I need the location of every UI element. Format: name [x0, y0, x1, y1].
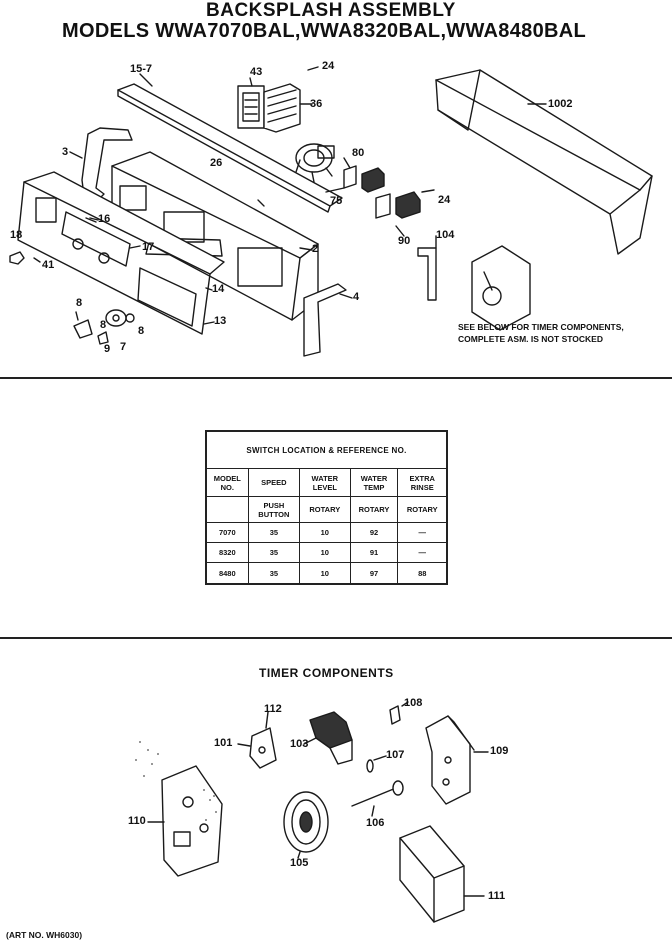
part-label-8-top: 8 [76, 297, 83, 309]
part-label-111: 111 [488, 890, 506, 902]
section-divider-top [0, 377, 672, 379]
part-label-4: 4 [353, 291, 360, 303]
part-label-90: 90 [398, 235, 411, 247]
models-subtitle: MODELS WWA7070BAL,WWA8320BAL,WWA8480BAL [62, 20, 586, 42]
table-subheader-row: PUSH BUTTON ROTARY ROTARY ROTARY [205, 496, 448, 523]
side-frame-part [425, 715, 489, 805]
part-label-105: 105 [290, 857, 309, 869]
table-header-row: MODEL NO. SPEED WATER LEVEL WATER TEMP E… [205, 468, 448, 497]
part-label-107: 107 [386, 749, 405, 761]
header-speed: SPEED [247, 468, 301, 497]
small-switch-parts [325, 157, 435, 237]
subheader-water-temp: ROTARY [349, 496, 399, 523]
part-label-26: 26 [210, 157, 223, 169]
cell-speed: 35 [247, 562, 301, 585]
cam-disc-part [237, 711, 277, 769]
cell-extra-rinse: 88 [397, 562, 448, 585]
part-label-104: 104 [436, 229, 455, 241]
part-label-103: 103 [290, 738, 309, 750]
header-water-level: WATER LEVEL [299, 468, 351, 497]
part-label-9: 9 [104, 343, 111, 355]
timer-unit-part [471, 245, 531, 331]
speckle-shading [135, 741, 217, 821]
knob-parts [9, 251, 135, 345]
part-label-109: 109 [490, 745, 509, 757]
part-label-13: 13 [214, 315, 227, 327]
part-label-75: 75 [330, 195, 343, 207]
part-label-112: 112 [264, 703, 282, 715]
table-row: 8320 35 10 91 — [205, 542, 448, 564]
cell-water-level: 10 [299, 542, 351, 564]
part-label-8-right: 8 [138, 325, 145, 337]
header-model: MODEL NO. [205, 468, 249, 497]
part-label-17: 17 [142, 241, 155, 253]
part-label-110: 110 [128, 815, 146, 827]
part-label-41: 41 [42, 259, 55, 271]
cell-water-temp: 92 [349, 521, 399, 544]
backsplash-housing-part [111, 151, 319, 321]
part-label-15-7: 15-7 [130, 63, 153, 75]
end-cap-part [303, 283, 353, 357]
cell-water-temp: 97 [349, 562, 399, 585]
cell-speed: 35 [247, 521, 301, 544]
part-label-14: 14 [212, 283, 225, 295]
part-label-2: 2 [312, 243, 319, 255]
cell-model: 7070 [205, 521, 249, 544]
timer-note-line2: COMPLETE ASM. IS NOT STOCKED [458, 334, 603, 344]
contact-block-part [303, 711, 353, 765]
cell-model: 8320 [205, 542, 249, 564]
cell-speed: 35 [247, 542, 301, 564]
art-number: (ART NO. WH6030) [6, 930, 83, 940]
part-label-8-left: 8 [100, 319, 107, 331]
trim-strip-part [117, 73, 343, 213]
part-label-43: 43 [250, 66, 263, 78]
switch-reference-table: SWITCH LOCATION & REFERENCE NO. MODEL NO… [205, 430, 448, 585]
header-water-temp: WATER TEMP [349, 468, 399, 497]
timer-cover-part [399, 825, 485, 923]
section-divider-bottom [0, 637, 672, 639]
part-label-3: 3 [62, 146, 69, 158]
cell-extra-rinse: — [397, 542, 448, 564]
table-caption-row: SWITCH LOCATION & REFERENCE NO. [205, 430, 448, 469]
timer-shaft-part [351, 780, 404, 817]
top-panel-part [435, 69, 653, 255]
table-caption: SWITCH LOCATION & REFERENCE NO. [205, 430, 448, 469]
rotary-switch-part [295, 143, 335, 183]
timer-motor-part [283, 791, 329, 859]
cell-water-level: 10 [299, 562, 351, 585]
switch-block-part [237, 66, 319, 133]
diagram-title: BACKSPLASH ASSEMBLY [206, 0, 456, 21]
clip-parts [366, 701, 409, 773]
part-label-24-right: 24 [438, 194, 451, 206]
cell-model: 8480 [205, 562, 249, 585]
part-label-106: 106 [366, 817, 385, 829]
bracket-part [417, 235, 437, 301]
cell-water-temp: 91 [349, 542, 399, 564]
cell-water-level: 10 [299, 521, 351, 544]
part-label-101: 101 [214, 737, 233, 749]
timer-note-line1: SEE BELOW FOR TIMER COMPONENTS, [458, 322, 624, 332]
part-label-7: 7 [120, 341, 127, 353]
part-label-18: 18 [10, 229, 23, 241]
part-label-24-top: 24 [322, 60, 335, 72]
control-panel-part [17, 171, 225, 335]
part-label-16: 16 [98, 213, 111, 225]
subheader-speed: PUSH BUTTON [247, 496, 301, 523]
header-extra-rinse: EXTRA RINSE [397, 468, 448, 497]
subheader-extra-rinse: ROTARY [397, 496, 448, 523]
subheader-water-level: ROTARY [299, 496, 351, 523]
part-label-108: 108 [404, 697, 423, 709]
subheader-model [205, 496, 249, 523]
leader-lines [33, 217, 213, 291]
part-label-36: 36 [310, 98, 323, 110]
table-row: 7070 35 10 92 — [205, 521, 448, 544]
cell-extra-rinse: — [397, 521, 448, 544]
timer-base-part [147, 765, 223, 877]
table-row: 8480 35 10 97 88 [205, 562, 448, 585]
part-label-1002: 1002 [548, 98, 573, 110]
part-label-80: 80 [352, 147, 365, 159]
timer-components-title: TIMER COMPONENTS [259, 666, 394, 680]
